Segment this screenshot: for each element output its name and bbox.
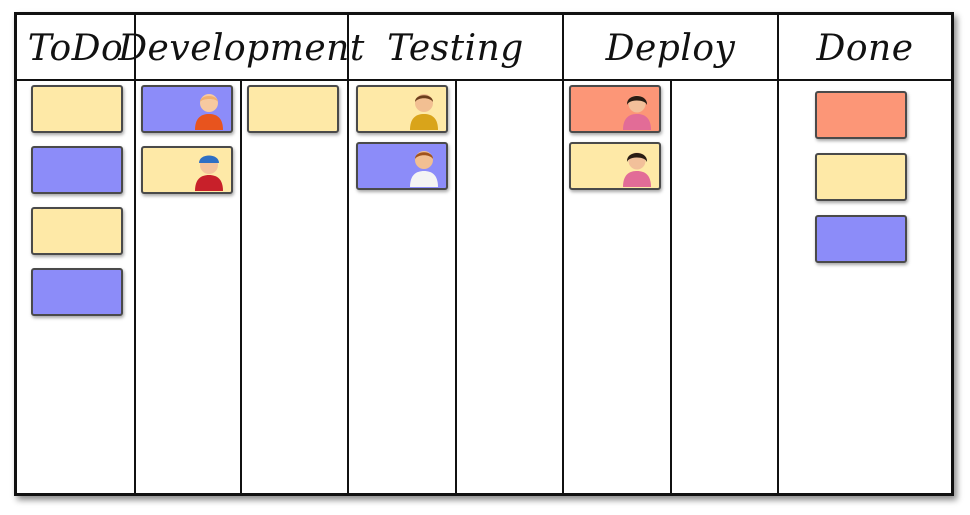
person-red-shirt-cap-icon <box>195 155 223 191</box>
column-title-development: Development <box>118 27 365 69</box>
task-card-development[interactable] <box>141 146 233 194</box>
header-divider <box>17 79 951 81</box>
task-card-development[interactable] <box>141 85 233 133</box>
subcolumn-divider <box>455 81 457 493</box>
column-divider <box>347 15 349 493</box>
subcolumn-divider <box>240 81 242 493</box>
task-card-testing[interactable] <box>356 142 448 190</box>
column-divider <box>777 15 779 493</box>
task-card-testing[interactable] <box>356 85 448 133</box>
column-divider <box>134 15 136 493</box>
person-orange-shirt-icon <box>195 94 223 130</box>
column-divider <box>562 15 564 493</box>
task-card-todo[interactable] <box>31 146 123 194</box>
column-title-todo: ToDo <box>27 27 124 69</box>
task-card-done[interactable] <box>815 215 907 263</box>
person-yellow-shirt-icon <box>410 94 438 130</box>
column-title-testing: Testing <box>387 27 524 69</box>
woman-pink-shirt-icon <box>623 95 651 130</box>
person-white-shirt-icon <box>410 151 438 187</box>
task-card-done[interactable] <box>815 153 907 201</box>
task-card-todo[interactable] <box>31 268 123 316</box>
task-card-deploy[interactable] <box>569 85 661 133</box>
kanban-board: ToDo Development Testing Deploy Done <box>14 12 954 496</box>
task-card-done[interactable] <box>815 91 907 139</box>
task-card-todo[interactable] <box>31 207 123 255</box>
column-title-deploy: Deploy <box>605 27 736 69</box>
task-card-deploy[interactable] <box>569 142 661 190</box>
subcolumn-divider <box>670 81 672 493</box>
task-card-todo[interactable] <box>31 85 123 133</box>
task-card-development-done[interactable] <box>247 85 339 133</box>
column-title-done: Done <box>816 27 914 69</box>
woman-pink-shirt-icon <box>623 152 651 187</box>
